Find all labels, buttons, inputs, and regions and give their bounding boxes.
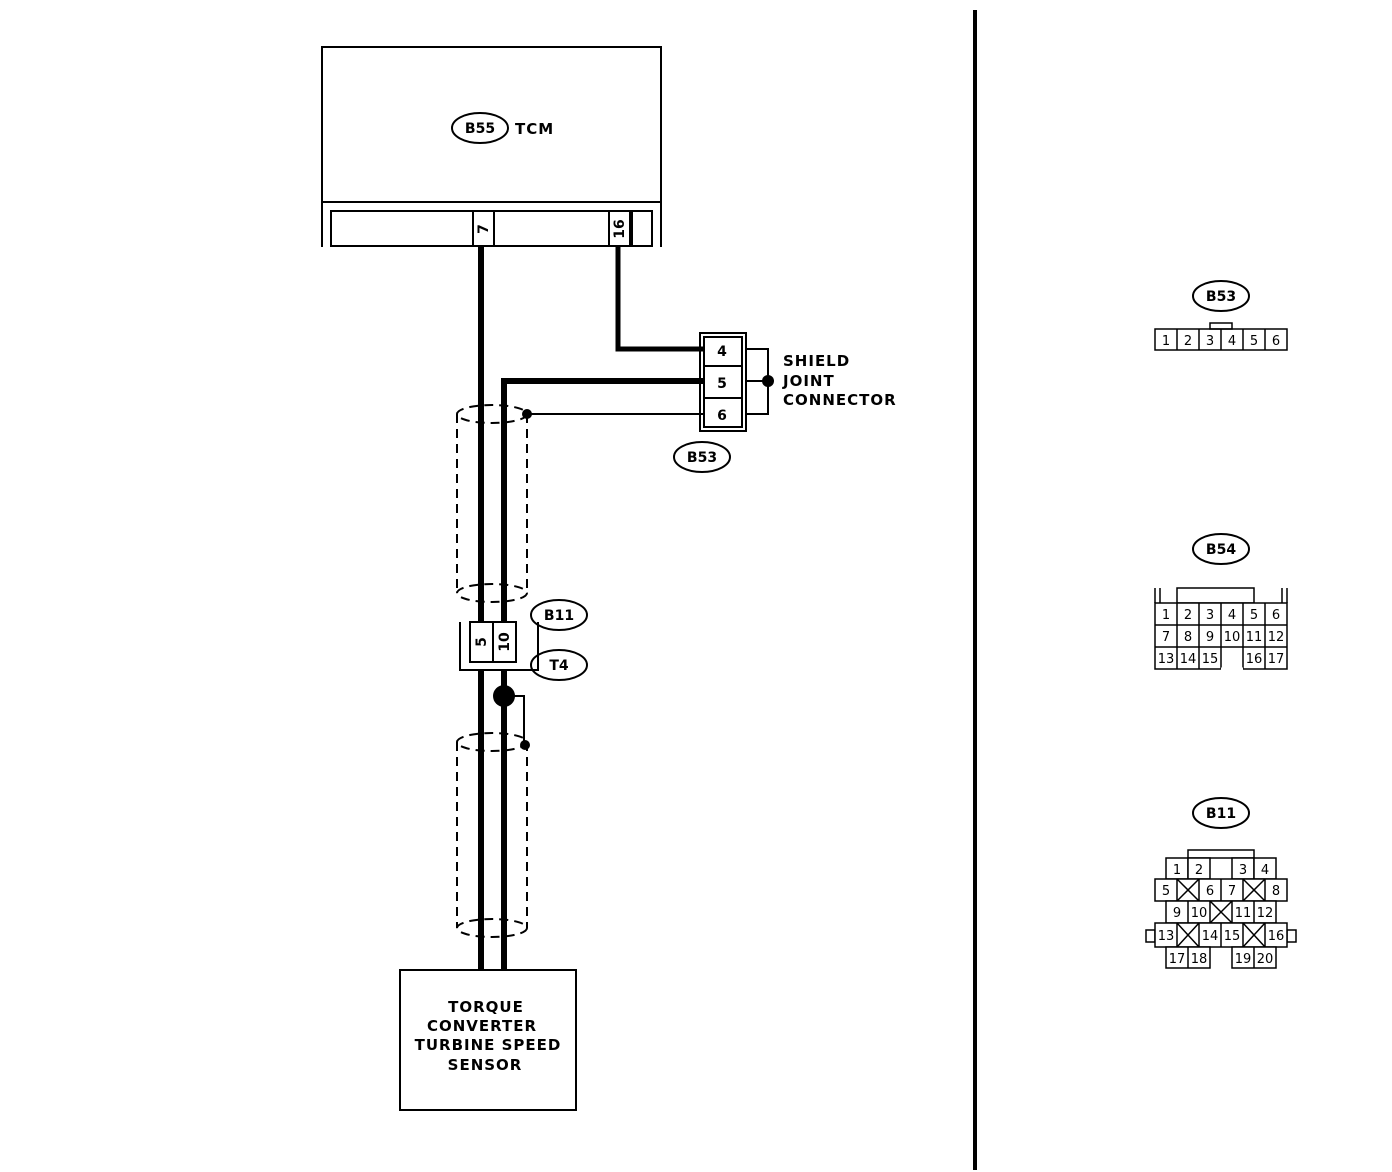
sensor-label-line-3: TURBINE SPEED — [415, 1036, 562, 1054]
b11-view-tag — [1192, 797, 1250, 829]
tcm-connector-tag — [451, 112, 509, 144]
b53-view-pin-4: 4 — [1228, 334, 1236, 349]
b54-view-pin-17: 17 — [1268, 652, 1285, 667]
lower-shield — [456, 732, 528, 938]
shield-pin-6: 6 — [717, 408, 727, 424]
b54-view-tag — [1192, 533, 1250, 565]
b11-view-pin-12: 12 — [1257, 906, 1274, 921]
b53-view-id: B53 — [1206, 289, 1236, 305]
b11-view-pin-5: 5 — [1162, 884, 1170, 899]
b54-view-pin-7: 7 — [1162, 630, 1170, 645]
b54-view-pin-9: 9 — [1206, 630, 1214, 645]
b53-view-pin-3: 3 — [1206, 334, 1214, 349]
lower-drain-dot — [520, 740, 530, 750]
b11-view-pin-7: 7 — [1228, 884, 1236, 899]
b53-view-pin-6: 6 — [1272, 334, 1280, 349]
b53-view-pin-2: 2 — [1184, 334, 1192, 349]
b54-view-pin-15: 15 — [1202, 652, 1219, 667]
b54-view-pin-11: 11 — [1246, 630, 1263, 645]
b54-view-pin-13: 13 — [1158, 652, 1175, 667]
wire-shield5-to-junction — [501, 378, 703, 622]
b53-view-pin-5: 5 — [1250, 334, 1258, 349]
shield-label-line-2: JOINT — [782, 372, 835, 390]
b54-view-pin-14: 14 — [1180, 652, 1197, 667]
upper-drain-dot — [522, 409, 532, 419]
shield-pin-4: 4 — [717, 344, 727, 360]
shield-connector-tag — [673, 441, 731, 473]
b11-view-pin-16: 16 — [1268, 929, 1285, 944]
connector-view-b53: B53 1 2 3 4 5 6 — [1154, 280, 1288, 351]
b11-view-pin-20: 20 — [1257, 952, 1274, 967]
b54-view-pin-4: 4 — [1228, 608, 1236, 623]
tcm-pin-16: 16 — [612, 219, 628, 238]
b54-view-pin-12: 12 — [1268, 630, 1285, 645]
b54-view-pin-5: 5 — [1250, 608, 1258, 623]
turbine-speed-sensor: TORQUE CONVERTER TURBINE SPEED SENSOR — [399, 969, 577, 1111]
b54-view-pin-1: 1 — [1162, 608, 1170, 623]
b54-view-pin-2: 2 — [1184, 608, 1192, 623]
wire-pin16-to-shield-4 — [615, 246, 703, 352]
sensor-label-line-2: CONVERTER — [427, 1017, 537, 1035]
upper-shield — [456, 404, 528, 603]
b11-view-pin-15: 15 — [1224, 929, 1241, 944]
b11-view-pin-13: 13 — [1158, 929, 1175, 944]
tcm-unit: 7 16 B55 TCM — [321, 46, 662, 247]
b11-view-pin-3: 3 — [1239, 863, 1247, 878]
b11-view-pin-8: 8 — [1272, 884, 1280, 899]
sensor-label-line-1: TORQUE — [448, 998, 524, 1016]
b54-view-pin-6: 6 — [1272, 608, 1280, 623]
b11-view-pin-10: 10 — [1191, 906, 1208, 921]
b11-view-pin-1: 1 — [1173, 863, 1181, 878]
ground-splice-dot — [493, 685, 515, 707]
shield-label-line-3: CONNECTOR — [783, 391, 897, 409]
b54-view-pin-8: 8 — [1184, 630, 1192, 645]
b11-view-pin-18: 18 — [1191, 952, 1208, 967]
b54-view-id: B54 — [1206, 542, 1236, 558]
connector-view-b54: B54 1 2 3 4 5 6 7 8 9 10 11 12 13 — [1154, 533, 1288, 671]
b54-view-pin-16: 16 — [1246, 652, 1263, 667]
b11-view-pin-4: 4 — [1261, 863, 1269, 878]
connector-view-b11: B11 — [1145, 797, 1297, 969]
tcm-connector-id: B55 — [465, 121, 495, 137]
b11-view-pin-9: 9 — [1173, 906, 1181, 921]
b11-view-pin-6: 6 — [1206, 884, 1214, 899]
b11-view-pin-17: 17 — [1169, 952, 1186, 967]
sensor-label-line-4: SENSOR — [448, 1056, 523, 1074]
b11-view-id: B11 — [1206, 806, 1236, 822]
b54-view-pin-3: 3 — [1206, 608, 1214, 623]
junction-connector: 5 10 B11 T4 — [459, 599, 588, 681]
junction-pin-10: 10 — [497, 632, 513, 652]
junction-tag-b11 — [530, 599, 588, 631]
shield-connector-id: B53 — [687, 450, 717, 466]
b11-view-pin-2: 2 — [1195, 863, 1203, 878]
junction-tag-t4 — [530, 649, 588, 681]
shield-label-line-1: SHIELD — [783, 352, 850, 370]
tcm-label: TCM — [515, 120, 554, 138]
tcm-pin-7: 7 — [476, 224, 492, 234]
b54-view-pin-10: 10 — [1224, 630, 1241, 645]
junction-pin-5: 5 — [474, 637, 490, 647]
junction-id-t4: T4 — [549, 658, 569, 674]
junction-id-b11: B11 — [544, 608, 574, 624]
b11-view-pin-11: 11 — [1235, 906, 1252, 921]
shield-joint-connector: 4 5 6 SHIELD JOINT CONNECTOR B53 — [673, 332, 897, 473]
b53-view-pin-1: 1 — [1162, 334, 1170, 349]
shield-pin-5: 5 — [717, 376, 727, 392]
b53-view-tag — [1192, 280, 1250, 312]
b11-view-pin-19: 19 — [1235, 952, 1252, 967]
wires — [478, 246, 703, 970]
b11-view-pin-14: 14 — [1202, 929, 1219, 944]
